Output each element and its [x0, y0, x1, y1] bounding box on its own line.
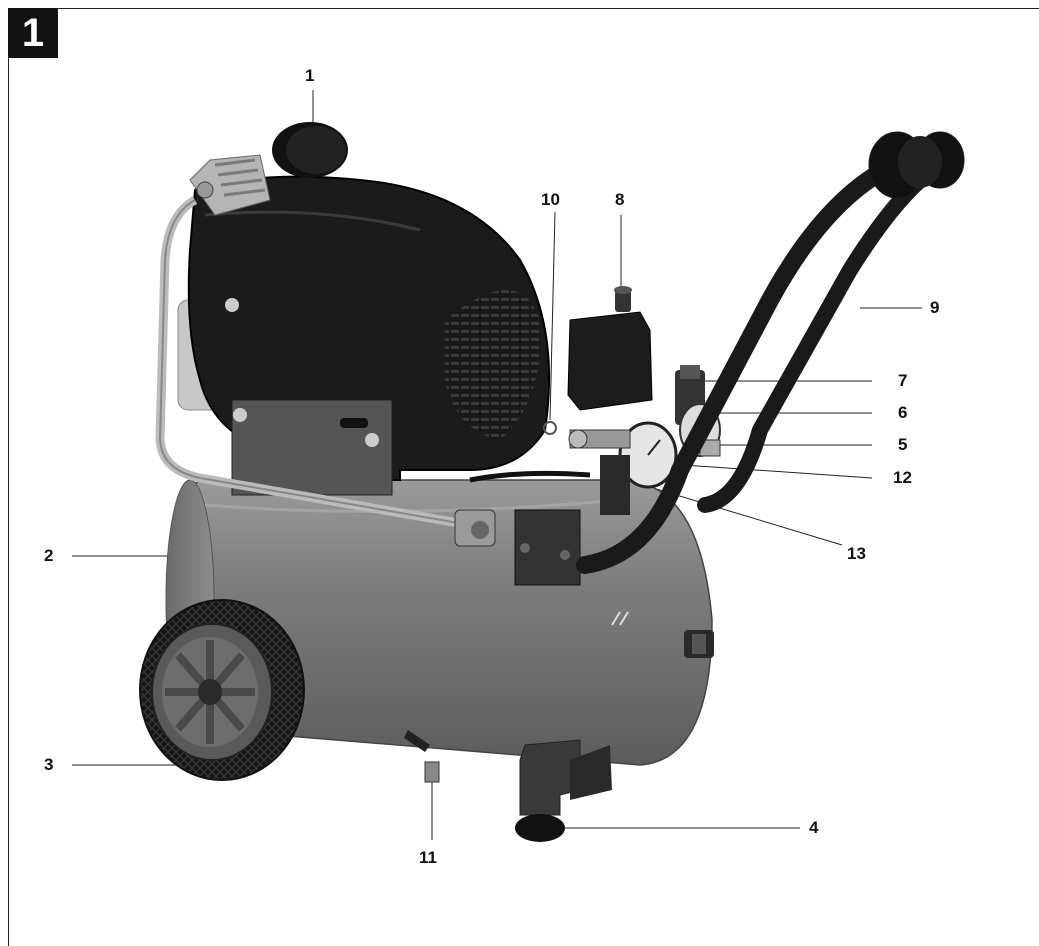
- callout-13: 13: [847, 544, 866, 563]
- pressure-pipe: [155, 196, 496, 547]
- callout-6: 6: [898, 403, 908, 422]
- hose: [469, 470, 591, 483]
- callout-9: 9: [930, 298, 940, 317]
- pressure-switch: [567, 286, 653, 411]
- figure-number-badge: 1: [8, 8, 58, 58]
- figure-frame: [8, 8, 1039, 946]
- cylinder-head: [189, 154, 271, 216]
- callout-2: 2: [44, 546, 54, 565]
- callout-3: 3: [44, 755, 54, 774]
- callout-11: 11: [419, 848, 437, 867]
- leader-10: [549, 211, 556, 421]
- callout-7: 7: [898, 371, 908, 390]
- quick-coupling: [568, 429, 588, 449]
- air-filter: [272, 122, 348, 178]
- safety-valve: [543, 421, 557, 435]
- motor-cover: [177, 175, 551, 496]
- callout-12: 12: [893, 468, 912, 487]
- callout-10: 10: [541, 190, 560, 209]
- callout-4: 4: [809, 818, 819, 837]
- callout-1: 1: [305, 66, 315, 85]
- callout-8: 8: [615, 190, 625, 209]
- front-wheel: [139, 599, 305, 781]
- rubber-foot: [515, 739, 612, 842]
- drain-valve: [404, 730, 440, 783]
- transport-handle: [576, 131, 965, 574]
- callout-5: 5: [898, 435, 908, 454]
